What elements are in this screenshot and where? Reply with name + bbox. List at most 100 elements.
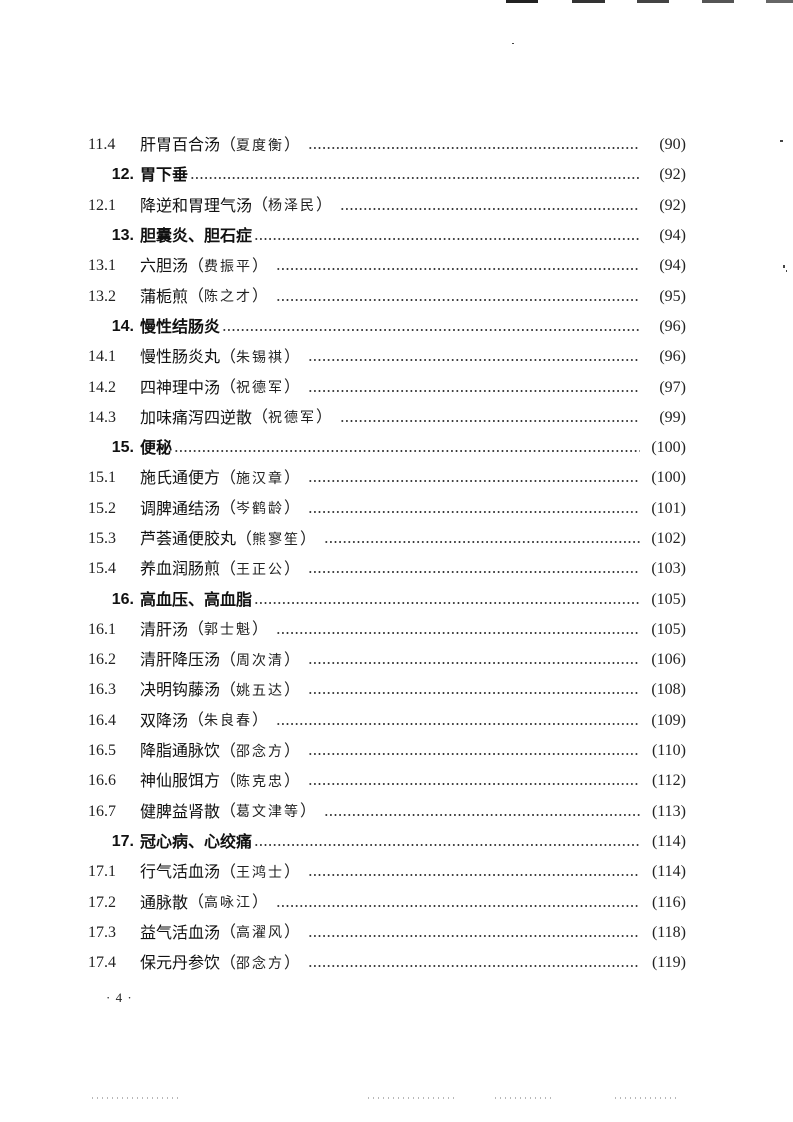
toc-entry-title: 决明钩藤汤 xyxy=(140,680,221,700)
open-paren: （ xyxy=(220,649,237,669)
author-name: 郭士魁 xyxy=(204,622,253,639)
author-name: 夏度衡 xyxy=(236,137,285,154)
dot-leader xyxy=(324,540,640,544)
toc-chapter-row: 12.胃下垂(92) xyxy=(88,160,686,190)
dot-leader xyxy=(308,358,640,363)
toc-entry-page: (118) xyxy=(651,923,686,941)
dot-leader xyxy=(340,418,640,423)
toc-entry-number: 15.4 xyxy=(88,560,116,578)
toc-entry-title: 冠心病、心绞痛 xyxy=(140,831,253,851)
toc-entry-number: 13. xyxy=(111,227,134,245)
author-name: 葛文津等 xyxy=(236,804,301,821)
dot-leader xyxy=(308,146,640,151)
toc-entry-page: (90) xyxy=(659,136,686,154)
dot-leader xyxy=(324,812,640,817)
toc-entry-title: 神仙服饵方 xyxy=(140,771,221,791)
author-name: 王鸿士 xyxy=(236,864,285,881)
toc-entry-author: （夏度衡） xyxy=(220,135,300,156)
toc-entry-number: 16.7 xyxy=(88,802,116,820)
dot-leader xyxy=(308,752,640,757)
toc-entry-number: 14. xyxy=(111,317,134,335)
author-name: 费振平 xyxy=(204,258,253,275)
toc-entry-author: （祝德军） xyxy=(252,407,332,428)
toc-entry-number: 17.4 xyxy=(88,954,116,972)
dot-leader xyxy=(308,479,640,484)
toc-entry-page: (106) xyxy=(651,651,686,669)
dot-leader xyxy=(308,873,640,878)
toc-entry-title: 便秘 xyxy=(140,438,173,458)
open-paren: （ xyxy=(220,467,237,487)
open-paren: （ xyxy=(252,407,269,427)
dot-leader xyxy=(190,176,640,181)
toc-entry-title: 健脾益肾散 xyxy=(140,801,221,821)
toc-entry-page: (113) xyxy=(651,802,686,820)
toc-entry-number: 15. xyxy=(111,439,134,457)
toc-entry-page: (109) xyxy=(651,711,686,729)
close-paren: ） xyxy=(284,649,301,669)
close-paren: ） xyxy=(316,407,333,427)
open-paren: （ xyxy=(220,346,237,366)
toc-entry-author: （高咏江） xyxy=(188,892,268,913)
toc-entry-number: 17.1 xyxy=(88,863,116,881)
author-name: 朱锡祺 xyxy=(236,349,285,366)
toc-entry-number: 16. xyxy=(111,590,134,608)
scan-speck xyxy=(780,140,783,142)
open-paren: （ xyxy=(220,922,237,942)
scan-speck xyxy=(783,265,785,268)
toc-entry-title: 养血润肠煎 xyxy=(140,559,221,579)
close-paren: ） xyxy=(252,710,269,730)
toc-entry-title: 清肝汤 xyxy=(140,619,189,639)
toc-entry-page: (95) xyxy=(659,287,686,305)
top-rule xyxy=(702,0,734,3)
toc-entry-author: （邵念方） xyxy=(220,741,300,762)
toc-entry-title: 清肝降压汤 xyxy=(140,650,221,670)
author-name: 陈之才 xyxy=(204,289,253,306)
close-paren: ） xyxy=(252,286,269,306)
toc-entry-author: （祝德军） xyxy=(220,377,300,398)
toc-entry-number: 12. xyxy=(111,166,134,184)
close-paren: ） xyxy=(284,498,301,518)
toc-entry-author: （姚五达） xyxy=(220,680,300,701)
author-name: 施汉章 xyxy=(236,470,285,487)
toc-chapter-row: 14.慢性结肠炎(96) xyxy=(88,312,686,342)
toc-chapter-row: 17.冠心病、心绞痛(114) xyxy=(88,827,686,857)
open-paren: （ xyxy=(220,952,237,972)
toc-entry-author: （周次清） xyxy=(220,650,300,671)
open-paren: （ xyxy=(188,286,205,306)
dot-leader xyxy=(308,933,640,938)
dot-leader xyxy=(174,449,640,454)
scan-noise xyxy=(615,1097,677,1099)
toc-entry-author: （朱良春） xyxy=(188,710,268,731)
open-paren: （ xyxy=(220,740,237,760)
toc-entry-title: 蒲栀煎 xyxy=(140,286,189,306)
scan-speck xyxy=(512,43,514,44)
author-name: 杨泽民 xyxy=(268,198,317,215)
close-paren: ） xyxy=(300,801,317,821)
toc-entry-title: 降逆和胃理气汤 xyxy=(140,195,253,215)
close-paren: ） xyxy=(284,679,301,699)
author-name: 祝德军 xyxy=(236,380,285,397)
toc-entry-number: 17. xyxy=(111,832,134,850)
toc-entry-page: (116) xyxy=(651,893,686,911)
author-name: 朱良春 xyxy=(204,713,253,730)
scan-noise xyxy=(368,1097,456,1099)
close-paren: ） xyxy=(284,467,301,487)
toc-entry-title: 胆囊炎、胆石症 xyxy=(140,226,253,246)
toc-entry-page: (119) xyxy=(651,954,686,972)
author-name: 邵念方 xyxy=(236,743,285,760)
toc-entry-page: (92) xyxy=(659,166,686,184)
author-name: 祝德军 xyxy=(268,410,317,427)
toc-entry-page: (97) xyxy=(659,378,686,396)
dot-leader xyxy=(276,721,640,726)
dot-leader xyxy=(276,903,640,908)
author-name: 陈克忠 xyxy=(236,773,285,790)
